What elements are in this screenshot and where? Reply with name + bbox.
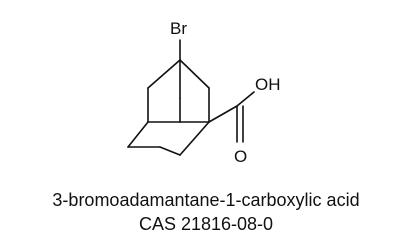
adamantane-cage	[127, 59, 210, 156]
bromine-label: Br	[170, 19, 187, 38]
carbonyl-oxygen-label: O	[234, 147, 247, 166]
bond-c3-left-upper	[147, 59, 181, 89]
compound-name: 3-bromoadamantane-1-carboxylic acid	[52, 190, 360, 210]
hydroxyl-label: OH	[255, 75, 281, 94]
bond-c3-right-upper	[179, 59, 210, 89]
bond-c1-carboxyl	[208, 105, 238, 123]
bond-bottom-left-to-bottom	[159, 146, 181, 156]
bond-bottom-to-c1	[179, 121, 210, 156]
bond-carboxyl-oh	[236, 91, 255, 107]
bond-left-to-bottom-left	[127, 121, 149, 148]
cas-number: CAS 21816-08-0	[138, 214, 274, 234]
